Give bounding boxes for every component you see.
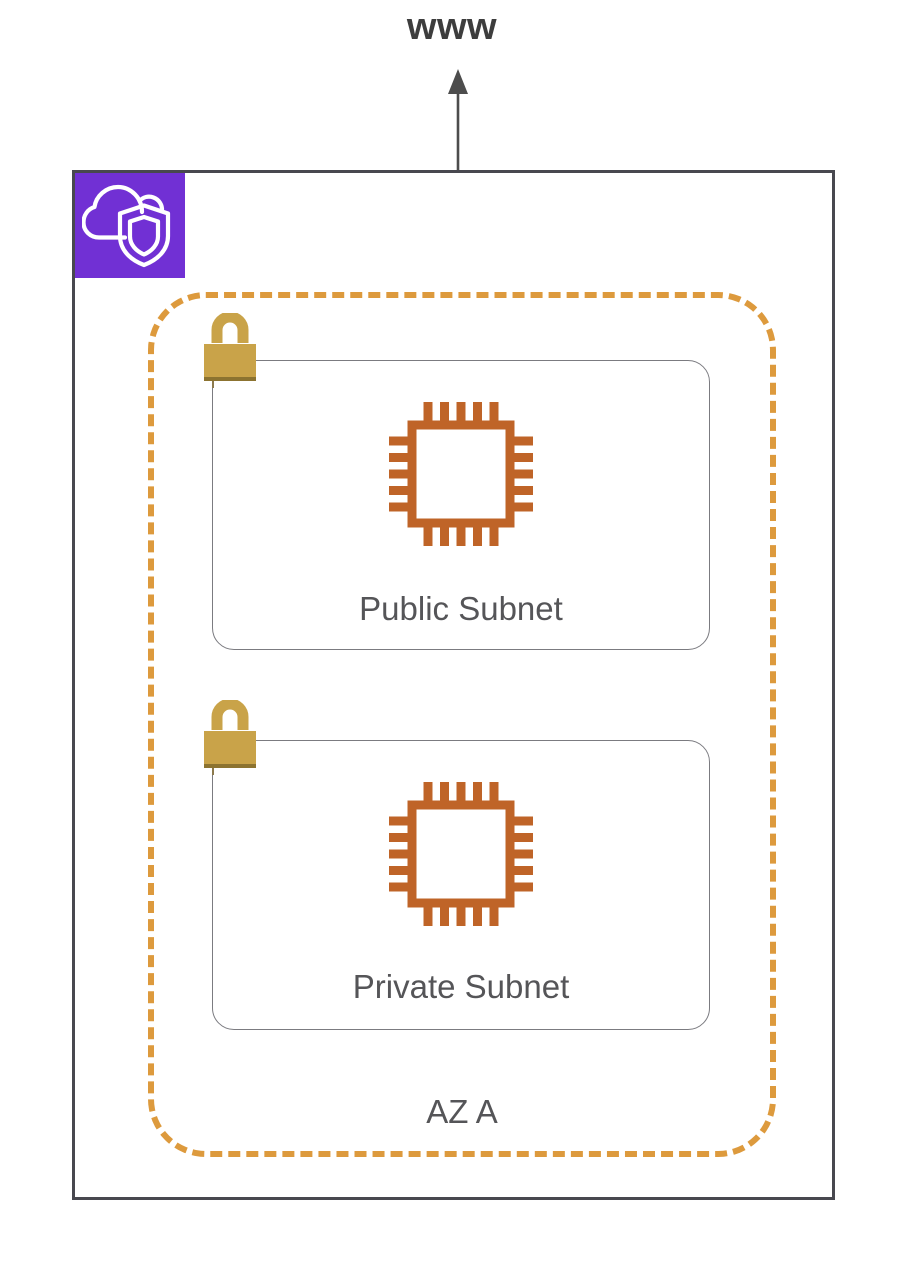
availability-zone-label: AZ A (426, 1093, 498, 1130)
availability-zone-boundary (148, 292, 776, 1157)
internet-label: www (406, 6, 498, 48)
public-subnet-label: Public Subnet (359, 590, 563, 627)
vpc-cloud-shield-icon (75, 173, 185, 278)
cpu-chip-icon (389, 782, 533, 926)
padlock-icon (204, 700, 256, 775)
private-subnet-label: Private Subnet (352, 968, 570, 1005)
padlock-icon (204, 313, 256, 388)
cpu-chip-icon (389, 402, 533, 546)
